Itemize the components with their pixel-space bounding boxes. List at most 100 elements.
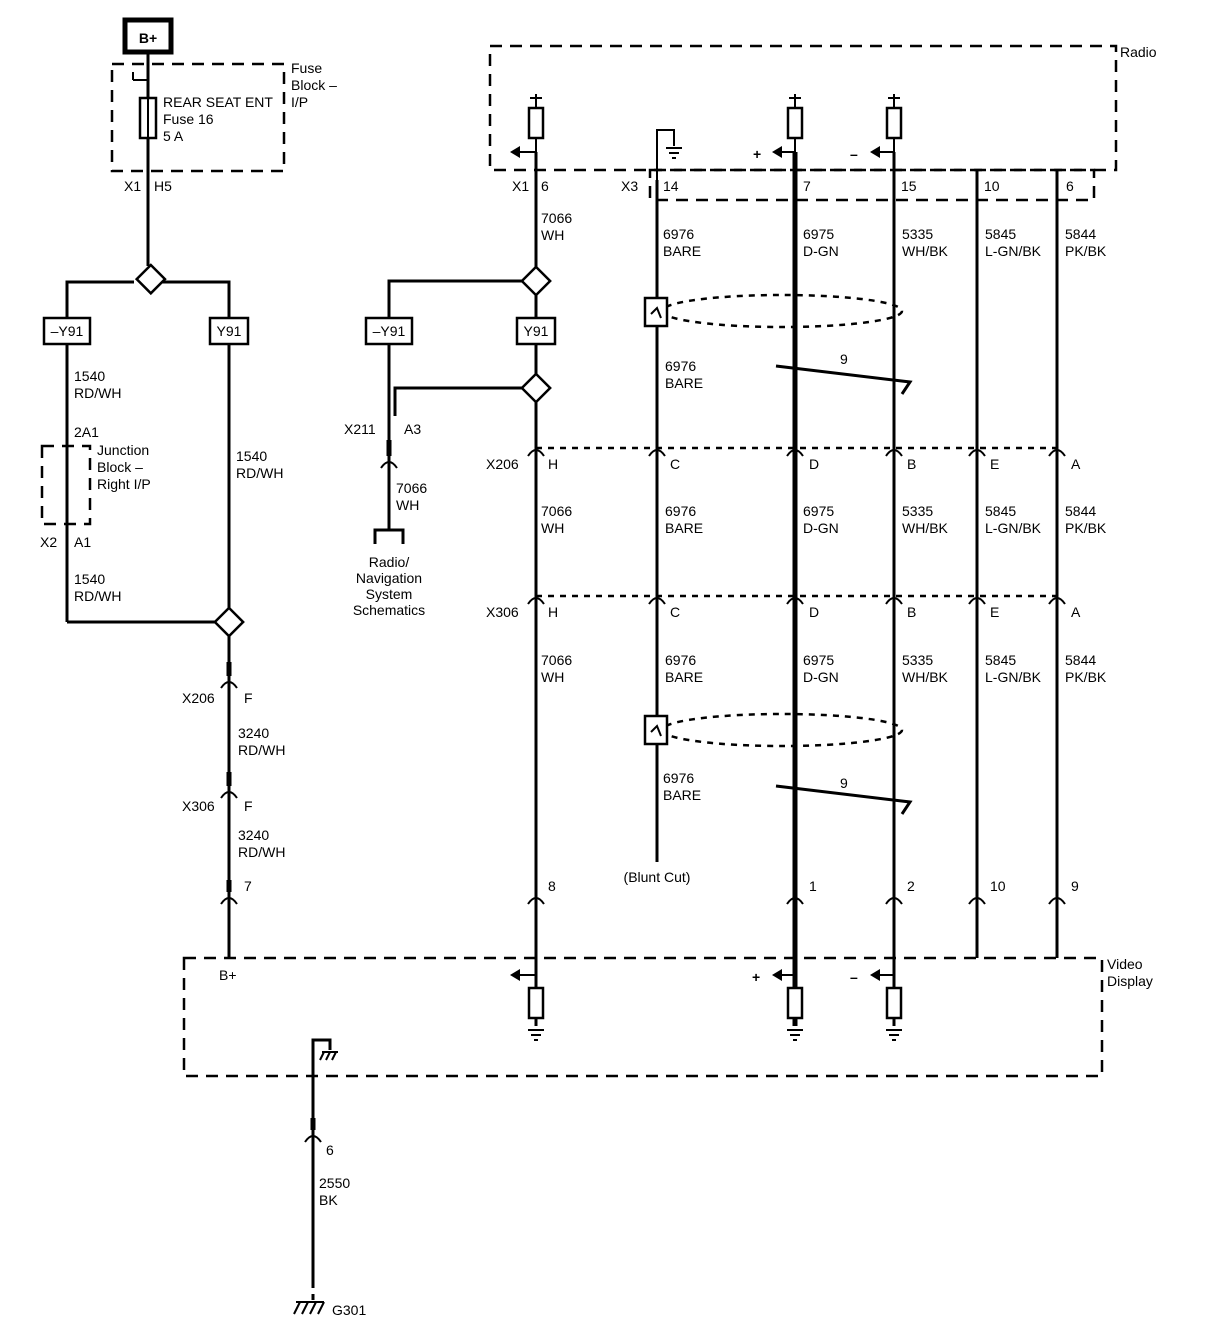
shield-lower: 9 xyxy=(643,712,913,815)
splice-diamond-lower-left xyxy=(213,606,245,638)
fuse-rating: 5 A xyxy=(163,128,184,144)
junction-block-line2: Block – xyxy=(97,459,143,475)
ground-g301-icon xyxy=(293,1301,325,1315)
option-neg-y91-left: –Y91 xyxy=(42,316,92,346)
wire-6976-color-4: BARE xyxy=(665,669,703,685)
junction-block-line3: Right I/P xyxy=(97,476,151,492)
radio-drain-ground xyxy=(656,129,683,180)
radio-nav-ref-2[interactable]: Navigation xyxy=(356,570,422,586)
radio-box xyxy=(488,44,1118,172)
wire-7066-color-branch: WH xyxy=(396,497,419,513)
wire-6976-code-4: 6976 xyxy=(665,652,696,668)
wire-5844-code-2: 5844 xyxy=(1065,503,1096,519)
video-display-label-1: Video xyxy=(1107,956,1143,972)
conn-x3: X3 xyxy=(621,178,638,194)
fuse-name: REAR SEAT ENT xyxy=(163,94,273,110)
option-y91-left: Y91 xyxy=(208,316,250,346)
conn-x206-left: X206 xyxy=(182,690,215,706)
option-y91-center: Y91 xyxy=(515,316,557,346)
shield-upper: 9 xyxy=(643,293,913,395)
wire-2550-color: BK xyxy=(319,1192,338,1208)
pin-h5: H5 xyxy=(154,178,172,194)
wire-6975-color-2: D-GN xyxy=(803,520,839,536)
wire-5845-code-1: 5845 xyxy=(985,226,1016,242)
wire-7066-code-3: 7066 xyxy=(541,652,572,668)
svg-text:–: – xyxy=(850,969,858,985)
pin-f-x306: F xyxy=(244,798,253,814)
wire-3240-color-b: RD/WH xyxy=(238,844,285,860)
pin-f-x206: F xyxy=(244,690,253,706)
wire-3240-code-b: 3240 xyxy=(238,827,269,843)
wire-6975-code-1: 6975 xyxy=(803,226,834,242)
wire-6976-color-1: BARE xyxy=(663,243,701,259)
pin-6-ground: 6 xyxy=(326,1142,334,1158)
twist-count-lower: 9 xyxy=(840,775,848,791)
wire-1540-color-c: RD/WH xyxy=(74,588,121,604)
pin-1-video: 1 xyxy=(809,878,817,894)
wire-5844-color-1: PK/BK xyxy=(1065,243,1107,259)
pin-a1: A1 xyxy=(74,534,91,550)
pin-c-x206: C xyxy=(670,456,680,472)
pin-7-radio: 7 xyxy=(803,178,811,194)
radio-nav-ref-4[interactable]: Schematics xyxy=(353,602,425,618)
wire-3240-color-a: RD/WH xyxy=(238,742,285,758)
splice-diamond-top-center xyxy=(520,265,552,297)
wire-6975-code-3: 6975 xyxy=(803,652,834,668)
fuse-block-line1: Fuse xyxy=(291,60,322,76)
pin-d-x206: D xyxy=(809,456,819,472)
svg-text:–Y91: –Y91 xyxy=(51,323,84,339)
wire-7066-code-branch: 7066 xyxy=(396,480,427,496)
wire-5845-color-3: L-GN/BK xyxy=(985,669,1042,685)
radio-label: Radio xyxy=(1120,44,1157,60)
radio-nav-ref-3[interactable]: System xyxy=(366,586,413,602)
video-input-2: – xyxy=(850,969,903,1041)
wire-5844-color-3: PK/BK xyxy=(1065,669,1107,685)
battery-source: B+ xyxy=(122,17,174,55)
radio-output-pin7: + xyxy=(753,94,804,162)
pin-c-x306: C xyxy=(670,604,680,620)
pin-2a1: 2A1 xyxy=(74,424,99,440)
radio-nav-ref-1[interactable]: Radio/ xyxy=(369,554,410,570)
pin-10-video: 10 xyxy=(990,878,1006,894)
fuse-block-box xyxy=(110,62,286,173)
pin-e-x306: E xyxy=(990,604,999,620)
pin-9-video: 9 xyxy=(1071,878,1079,894)
ground-g301-label: G301 xyxy=(332,1302,366,1318)
junction-block-line1: Junction xyxy=(97,442,149,458)
wire-5335-color-1: WH/BK xyxy=(902,243,949,259)
wire-1540-color-a: RD/WH xyxy=(74,385,121,401)
bplus-label: B+ xyxy=(139,30,157,46)
junction-block-box xyxy=(40,444,92,526)
wire-6976-color-5: BARE xyxy=(663,787,701,803)
svg-text:Y91: Y91 xyxy=(524,323,549,339)
wire-5335-code-1: 5335 xyxy=(902,226,933,242)
wire-5845-color-2: L-GN/BK xyxy=(985,520,1042,536)
pin-6b-radio: 6 xyxy=(1066,178,1074,194)
conn-x206-center: X206 xyxy=(486,456,519,472)
radio-output-pin6 xyxy=(510,94,545,158)
conn-x211: X211 xyxy=(344,421,376,437)
wire-6976-code-3: 6976 xyxy=(665,503,696,519)
wire-7066-color-1: WH xyxy=(541,227,564,243)
wire-5335-color-3: WH/BK xyxy=(902,669,949,685)
blunt-cut-label: (Blunt Cut) xyxy=(624,869,691,885)
wire-5335-color-2: WH/BK xyxy=(902,520,949,536)
video-bplus-label: B+ xyxy=(219,967,237,983)
wire-3240-code-a: 3240 xyxy=(238,725,269,741)
wire-7066-color-3: WH xyxy=(541,669,564,685)
wire-1540-code-b: 1540 xyxy=(236,448,267,464)
video-input-1: + xyxy=(752,969,804,1041)
wire-6976-code-1: 6976 xyxy=(663,226,694,242)
pin-b-x306: B xyxy=(907,604,916,620)
wire-5844-code-3: 5844 xyxy=(1065,652,1096,668)
pin-b-x206: B xyxy=(907,456,916,472)
pin-14-radio: 14 xyxy=(663,178,679,194)
pin-7-video: 7 xyxy=(244,878,252,894)
conn-x306-center: X306 xyxy=(486,604,519,620)
conn-x1-left: X1 xyxy=(124,178,141,194)
conn-x2: X2 xyxy=(40,534,57,550)
pin-a-x206: A xyxy=(1071,456,1081,472)
x3-connector-box xyxy=(648,168,1096,202)
wire-5335-code-2: 5335 xyxy=(902,503,933,519)
pin-6-radio: 6 xyxy=(541,178,549,194)
